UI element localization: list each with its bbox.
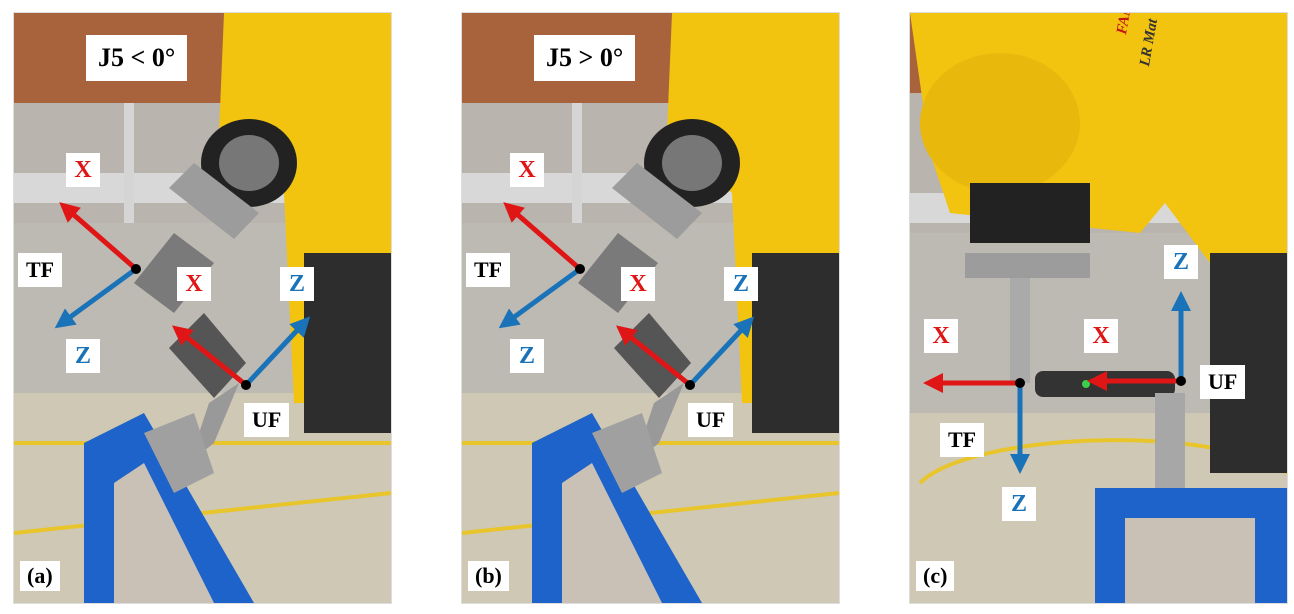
- tool-frame-label: TF: [940, 423, 985, 457]
- angle-label: J5 > 0°: [534, 35, 636, 81]
- subfigure-label: (a): [20, 561, 60, 591]
- tool-frame-label: TF: [466, 253, 511, 287]
- panel-c: FANUC LR Mat TF UF X Z X Z (c): [909, 12, 1288, 604]
- photo-scene-a: [14, 13, 391, 603]
- tf-z-axis-label: Z: [510, 339, 544, 373]
- uf-z-axis-label: Z: [1164, 245, 1198, 279]
- tf-x-axis-label: X: [66, 153, 100, 187]
- user-frame-label: UF: [244, 403, 290, 437]
- panel-b: J5 > 0° TF UF X Z X Z (b): [461, 12, 840, 604]
- tf-z-axis-label: Z: [1002, 487, 1036, 521]
- tf-z-axis-label: Z: [66, 339, 100, 373]
- subfigure-label: (b): [468, 561, 509, 591]
- angle-label: J5 < 0°: [86, 35, 188, 81]
- uf-z-axis-label: Z: [724, 267, 758, 301]
- subfigure-label: (c): [916, 561, 955, 591]
- uf-x-axis-label: X: [1084, 319, 1118, 353]
- uf-x-axis-label: X: [177, 267, 211, 301]
- user-frame-label: UF: [1200, 365, 1246, 399]
- tf-x-axis-label: X: [510, 153, 544, 187]
- panel-a: J5 < 0° TF UF X Z X Z (a): [13, 12, 392, 604]
- tool-frame-label: TF: [18, 253, 63, 287]
- photo-scene-b: [462, 13, 839, 603]
- tf-x-axis-label: X: [924, 319, 958, 353]
- uf-x-axis-label: X: [621, 267, 655, 301]
- photo-scene-c: [910, 13, 1287, 603]
- uf-z-axis-label: Z: [280, 267, 314, 301]
- user-frame-label: UF: [688, 403, 734, 437]
